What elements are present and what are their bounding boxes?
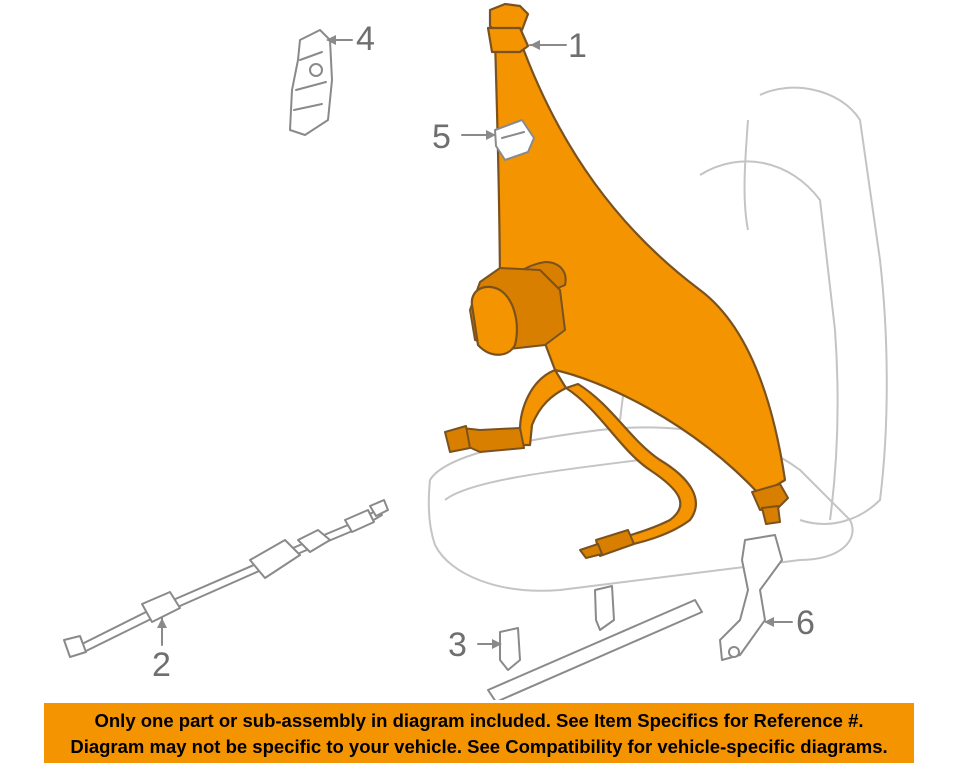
upper-guide-bracket: [289, 29, 333, 136]
buckle-bracket: [719, 534, 783, 661]
guide-clip: [494, 119, 535, 161]
callout-leaders: [157, 35, 793, 649]
disclaimer-line-2: Diagram may not be specific to your vehi…: [70, 736, 888, 757]
callout-2: 2: [152, 646, 171, 684]
anchor-rail: [487, 585, 703, 700]
seat-belt-assembly: [444, 2, 789, 559]
buckle-cable: [63, 499, 389, 658]
disclaimer-line-1: Only one part or sub-assembly in diagram…: [94, 710, 864, 731]
callout-6: 6: [796, 604, 815, 642]
callout-4: 4: [356, 20, 375, 58]
parts-diagram: 1 2 3 4 5 6: [63, 2, 888, 700]
callout-3: 3: [448, 626, 467, 664]
disclaimer-banner: Only one part or sub-assembly in diagram…: [44, 703, 914, 763]
callout-5: 5: [432, 118, 451, 156]
callout-1: 1: [568, 27, 587, 65]
